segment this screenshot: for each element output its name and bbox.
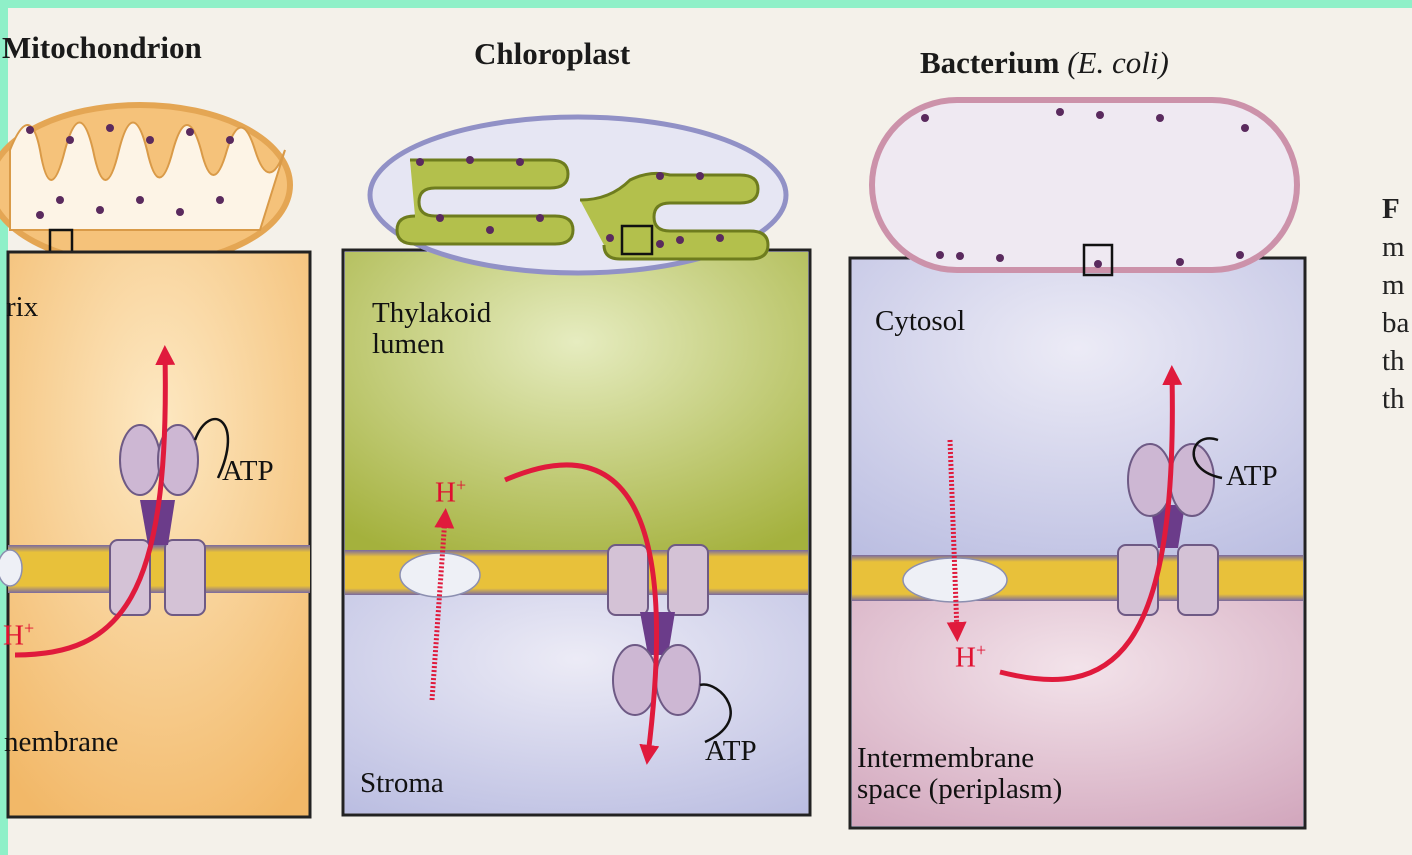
- side-caption-line-4: ba: [1382, 304, 1409, 342]
- proton-plus: +: [456, 475, 466, 495]
- thylakoid-lumen-label-line1: Thylakoid: [372, 298, 491, 329]
- proton-h: H: [435, 477, 456, 509]
- chloroplast-panel: [343, 117, 810, 815]
- periplasm-label-line1: Intermembrane: [857, 743, 1062, 774]
- cytosol-label: Cytosol: [875, 306, 965, 337]
- mitochondrion-atp-label: ATP: [222, 455, 274, 488]
- title-chloroplast: Chloroplast: [474, 36, 630, 72]
- periplasm-label-line2: space (periplasm): [857, 774, 1062, 805]
- mitochondrion-membrane-label: nembrane: [4, 727, 118, 758]
- proton-h: H: [3, 620, 24, 652]
- side-caption-line-1: F: [1382, 190, 1409, 228]
- side-caption-line-5: th: [1382, 342, 1409, 380]
- mitochondrion-proton-label: H+: [3, 618, 34, 653]
- periplasm-label: Intermembrane space (periplasm): [857, 743, 1062, 805]
- side-caption-cropped: F m m ba th th: [1382, 190, 1409, 418]
- mitochondrion-matrix-label: rix: [6, 292, 38, 323]
- mitochondrion-membrane: [8, 545, 310, 593]
- title-bacterium-name: Bacterium: [920, 45, 1059, 80]
- side-caption-line-3: m: [1382, 266, 1409, 304]
- proton-h: H: [955, 642, 976, 674]
- title-bacterium: Bacterium (E. coli): [920, 45, 1169, 81]
- side-caption-line-6: th: [1382, 380, 1409, 418]
- title-bacterium-species: (E. coli): [1067, 45, 1169, 80]
- thylakoid-lumen-label-line2: lumen: [372, 329, 491, 360]
- title-mitochondrion: Mitochondrion: [2, 30, 202, 66]
- stroma-label: Stroma: [360, 768, 444, 799]
- proton-plus: +: [24, 618, 34, 638]
- proton-plus: +: [976, 640, 986, 660]
- chloroplast-proton-label: H+: [435, 475, 466, 510]
- thylakoid-lumen-label: Thylakoid lumen: [372, 298, 491, 360]
- chloroplast-atp-label: ATP: [705, 735, 757, 768]
- bacterium-proton-label: H+: [955, 640, 986, 675]
- bacterium-atp-label: ATP: [1226, 460, 1278, 493]
- side-caption-line-2: m: [1382, 228, 1409, 266]
